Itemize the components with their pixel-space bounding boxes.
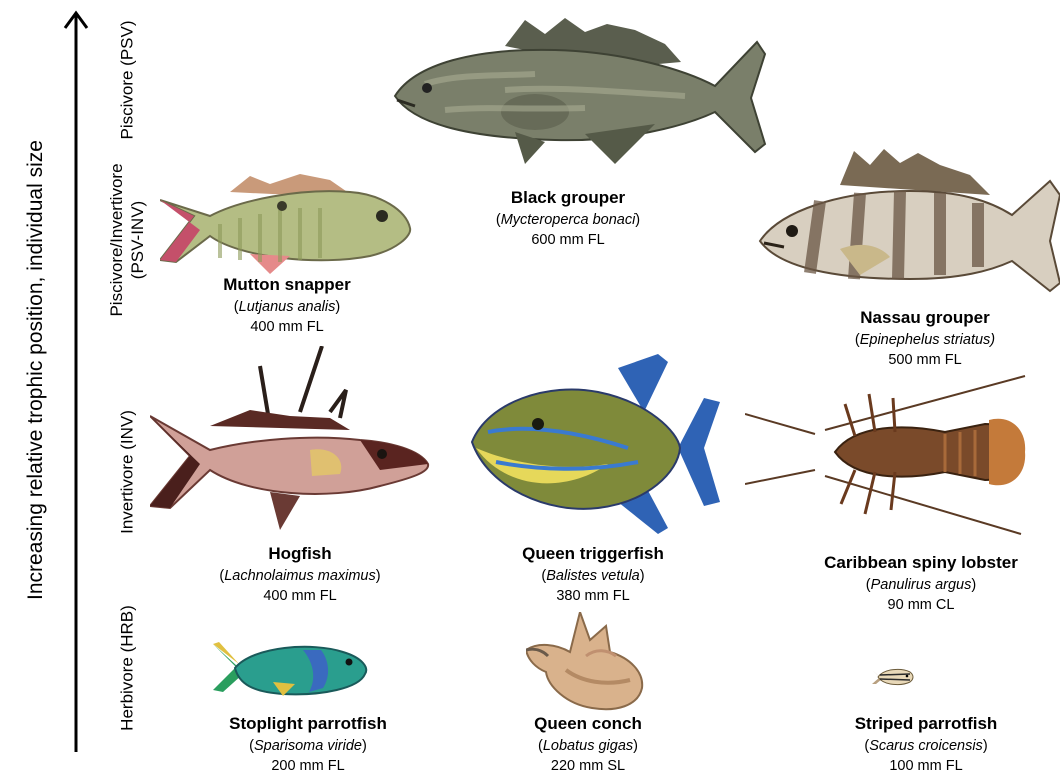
common-name: Striped parrotfish xyxy=(776,712,1061,736)
species-black-grouper: Black grouper (Mycteroperca bonaci) 600 … xyxy=(418,186,718,250)
striped-parrotfish-illustration xyxy=(872,666,914,688)
scientific-name: (Lobatus gigas) xyxy=(438,736,738,756)
scientific-name: (Panulirus argus) xyxy=(771,575,1061,595)
common-name: Black grouper xyxy=(418,186,718,210)
scientific-name: (Lachnolaimus maximus) xyxy=(150,566,450,586)
trophic-axis-arrow xyxy=(58,8,94,752)
size-label: 90 mm CL xyxy=(771,595,1061,615)
level-label-piscivore: Piscivore (PSV) xyxy=(117,20,138,139)
hogfish-illustration xyxy=(150,346,430,536)
size-label: 400 mm FL xyxy=(137,317,437,337)
species-queen-triggerfish: Queen triggerfish (Balistes vetula) 380 … xyxy=(443,542,743,606)
scientific-name: (Sparisoma viride) xyxy=(158,736,458,756)
axis-label: Increasing relative trophic position, in… xyxy=(21,20,51,720)
black-grouper-illustration xyxy=(385,14,767,182)
scientific-name: (Mycteroperca bonaci) xyxy=(418,210,718,230)
common-name: Queen conch xyxy=(438,712,738,736)
queen-triggerfish-illustration xyxy=(468,352,720,538)
scientific-name: (Scarus croicensis) xyxy=(776,736,1061,756)
common-name: Hogfish xyxy=(150,542,450,566)
nassau-grouper-illustration xyxy=(750,145,1060,295)
size-label: 600 mm FL xyxy=(418,230,718,250)
common-name: Nassau grouper xyxy=(775,306,1061,330)
queen-conch-illustration xyxy=(526,612,646,712)
size-label: 200 mm FL xyxy=(158,756,458,776)
species-nassau-grouper: Nassau grouper (Epinephelus striatus) 50… xyxy=(775,306,1061,370)
scientific-name: (Epinephelus striatus) xyxy=(775,330,1061,350)
size-label: 220 mm SL xyxy=(438,756,738,776)
size-label: 100 mm FL xyxy=(776,756,1061,776)
common-name: Mutton snapper xyxy=(137,273,437,297)
mutton-snapper-illustration xyxy=(160,170,416,274)
size-label: 380 mm FL xyxy=(443,586,743,606)
scientific-name: (Balistes vetula) xyxy=(443,566,743,586)
common-name: Queen triggerfish xyxy=(443,542,743,566)
common-name: Stoplight parrotfish xyxy=(158,712,458,736)
stoplight-parrotfish-illustration xyxy=(213,638,369,700)
spiny-lobster-illustration xyxy=(745,374,1030,540)
species-striped-parrotfish: Striped parrotfish (Scarus croicensis) 1… xyxy=(776,712,1061,776)
species-hogfish: Hogfish (Lachnolaimus maximus) 400 mm FL xyxy=(150,542,450,606)
species-mutton-snapper: Mutton snapper (Lutjanus analis) 400 mm … xyxy=(137,273,437,337)
species-stoplight-parrotfish: Stoplight parrotfish (Sparisoma viride) … xyxy=(158,712,458,776)
scientific-name: (Lutjanus analis) xyxy=(137,297,437,317)
size-label: 500 mm FL xyxy=(775,350,1061,370)
species-spiny-lobster: Caribbean spiny lobster (Panulirus argus… xyxy=(771,551,1061,615)
size-label: 400 mm FL xyxy=(150,586,450,606)
level-label-invertivore: Invertivore (INV) xyxy=(117,410,138,534)
species-queen-conch: Queen conch (Lobatus gigas) 220 mm SL xyxy=(438,712,738,776)
common-name: Caribbean spiny lobster xyxy=(771,551,1061,575)
level-label-herbivore: Herbivore (HRB) xyxy=(117,605,138,731)
